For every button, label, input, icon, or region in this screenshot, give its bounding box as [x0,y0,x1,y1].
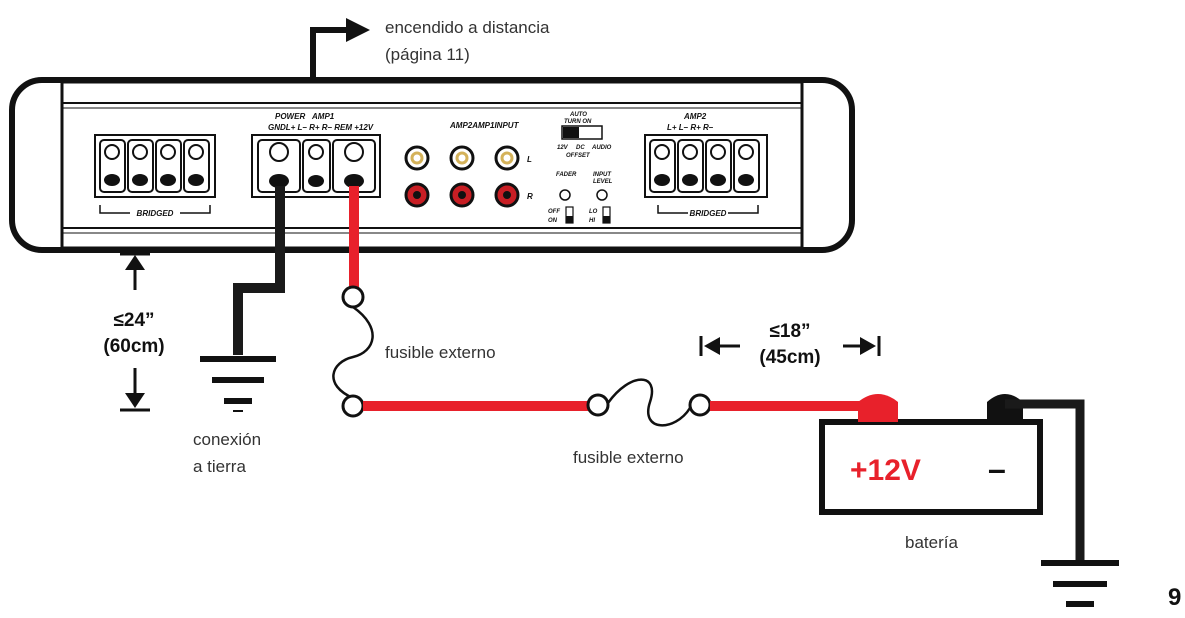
amp2-speaker-terminals: AMP2 L+ L– R+ R– BRIDGED [644,112,768,218]
amp2-title: AMP2 [683,112,707,121]
battery: +12V – [819,394,1043,515]
fader-label: FADER [556,172,577,178]
bridged-label-left: BRIDGED [137,209,174,218]
ground-label-line2: a tierra [193,457,246,476]
bridged-label-right: BRIDGED [690,209,727,218]
switch-dc-label: DC [576,145,585,151]
amp2-terminal-labels: L+ L– R+ R– [667,123,714,132]
amp1-title: AMP1 [311,112,335,121]
power-terminal-labels: GNDL+ L– R+ R– REM +12V [268,123,374,132]
fuse-distance-value: ≤18” [769,321,810,342]
ground-distance-dimension [120,252,150,412]
fuse-distance-dimension [699,336,881,356]
level-hi-label: HI [589,218,595,224]
channel-left: L [527,155,532,164]
ground-wire [233,186,285,355]
fuse-label-1: fusible externo [385,343,496,362]
fader-off-label: OFF [548,209,560,215]
remote-label-line2: (página 11) [385,45,470,64]
amplifier: BRIDGED POWER AMP1 GNDL+ L– R+ R– REM +1… [9,77,855,253]
battery-ground-wire [1005,399,1119,607]
ground-distance-metric: (60cm) [103,336,164,357]
auto-label: AUTO [569,112,587,118]
fuse-label-2: fusible externo [573,448,684,467]
turn-on-label: TURN ON [564,119,592,125]
page-number: 9 [1168,584,1181,611]
amp-controls: AUTO TURN ON 12V DC AUDIO OFFSET FADER I… [548,112,613,224]
power-wire [332,186,878,427]
amp1-speaker-terminals: BRIDGED [94,134,216,218]
offset-label: OFFSET [566,153,591,159]
fader-on-label: ON [548,218,558,224]
remote-label-line1: encendido a distancia [385,18,550,37]
fuse-distance-metric: (45cm) [759,347,820,368]
switch-audio-label: AUDIO [591,145,612,151]
ground-distance-value: ≤24” [113,310,154,331]
rca-inputs: AMP2AMP1INPUT L R [404,121,533,208]
battery-label: batería [905,533,958,552]
power-terminals: POWER AMP1 GNDL+ L– R+ R– REM +12V [251,112,381,198]
ground-label-line1: conexión [193,430,261,449]
battery-negative-label: – [988,451,1006,487]
input-title: AMP2AMP1INPUT [449,121,520,130]
channel-right: R [527,192,533,201]
input-level-label-2: LEVEL [593,179,613,185]
chassis-ground-symbol [200,356,276,412]
input-level-label-1: INPUT [593,172,612,178]
switch-12v-label: 12V [557,145,569,151]
battery-positive-label: +12V [850,454,921,487]
level-lo-label: LO [589,209,598,215]
power-title: POWER [275,112,305,121]
